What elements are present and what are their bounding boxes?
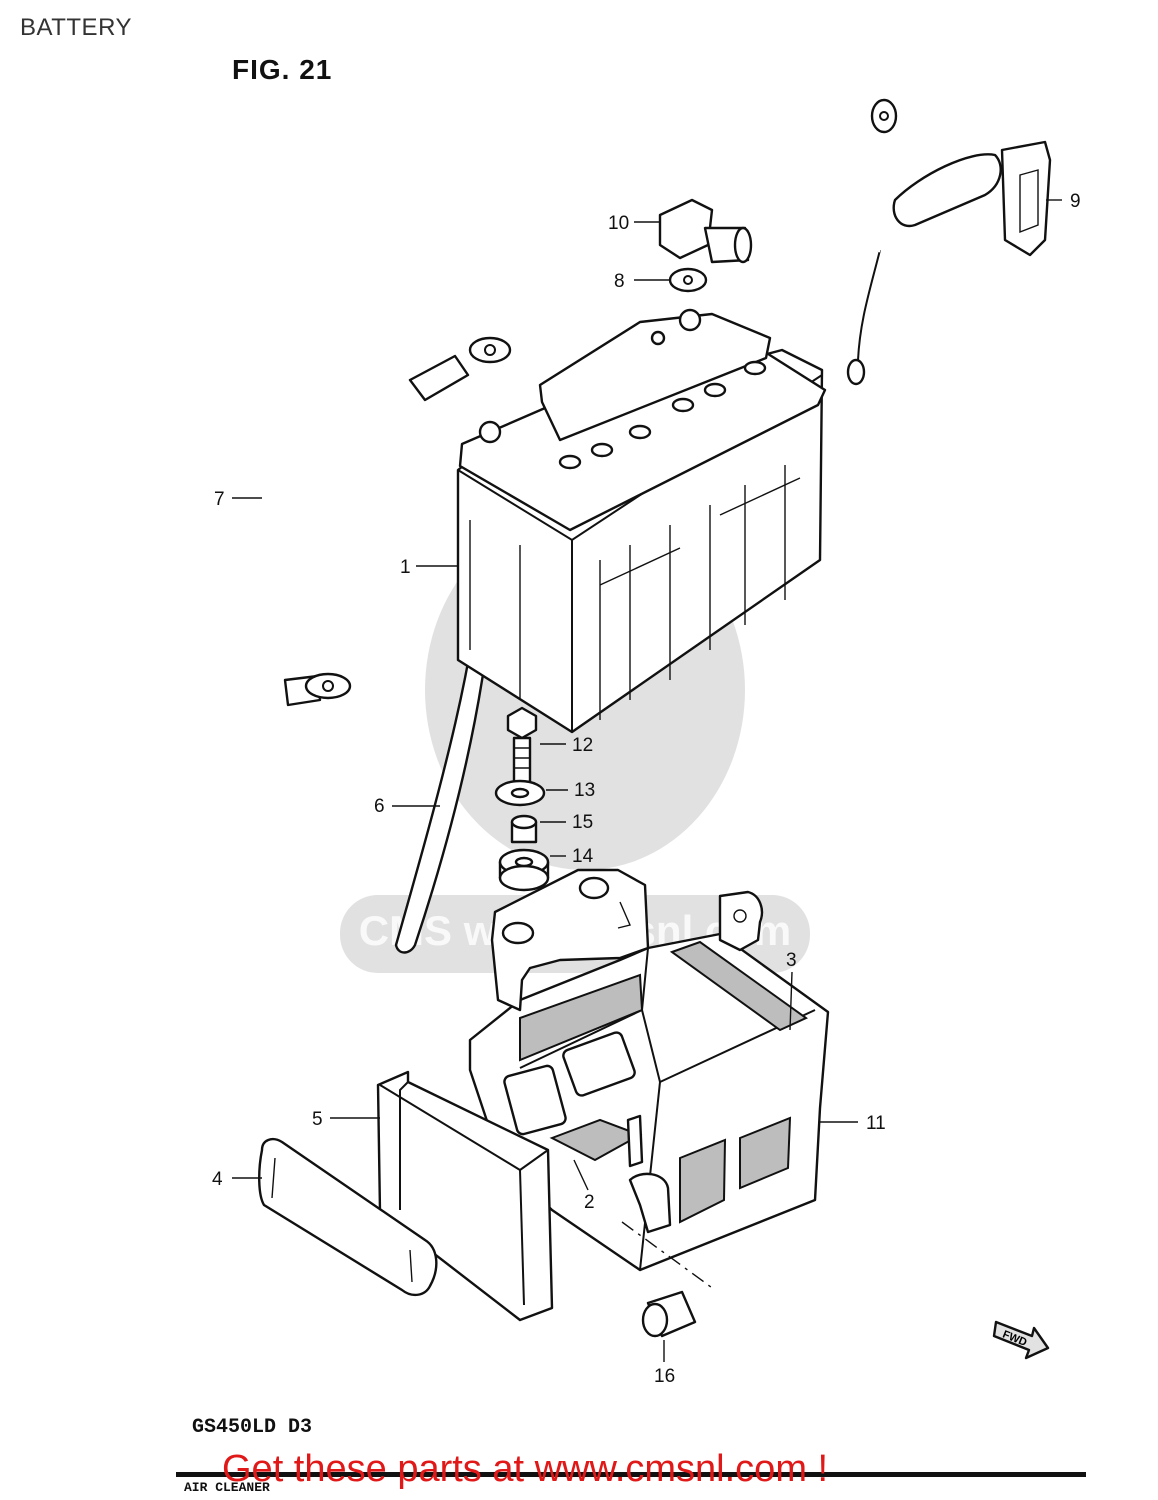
callout-14: 14 [572, 846, 594, 867]
callout-15: 15 [572, 812, 593, 833]
part-4-strap[interactable] [258, 1138, 438, 1297]
part-1-battery[interactable] [456, 308, 827, 734]
callout-labels: 1 2 3 4 5 6 7 8 9 10 11 12 13 14 15 16 [212, 191, 1081, 1387]
promo-link[interactable]: Get these parts at www.cmsnl.com ! [222, 1448, 829, 1490]
fwd-arrow-icon: FWD [992, 1320, 1050, 1360]
callout-13: 13 [574, 780, 595, 801]
part-10-terminal-cap[interactable] [658, 198, 753, 264]
page-title: BATTERY [20, 14, 132, 41]
callout-16: 16 [654, 1366, 675, 1387]
callout-3: 3 [786, 950, 797, 971]
fwd-label: FWD [1001, 1329, 1029, 1350]
callout-9: 9 [1070, 191, 1081, 212]
part-16-cap[interactable] [641, 1290, 697, 1338]
callout-12: 12 [572, 735, 593, 756]
callout-leaders [232, 199, 1062, 1362]
part-2-mounting-plate[interactable] [490, 868, 650, 1012]
bottom-rule [176, 1472, 1086, 1477]
figure-label: FIG. 21 [232, 54, 333, 85]
part-3-bracket[interactable] [718, 890, 764, 952]
callout-4: 4 [212, 1169, 223, 1190]
callout-5: 5 [312, 1109, 323, 1130]
callout-7: 7 [214, 489, 225, 510]
model-code: GS450LD D3 [192, 1416, 313, 1439]
callout-2: 2 [584, 1192, 595, 1213]
callout-6: 6 [374, 796, 385, 817]
part-8-positive-cable[interactable] [668, 98, 898, 386]
part-7-negative-cable[interactable] [257, 336, 512, 707]
part-9-fuse-holder[interactable] [892, 140, 1052, 257]
callout-11: 11 [866, 1113, 886, 1134]
part-15-collar[interactable] [510, 814, 538, 844]
part-11-battery-tray[interactable] [468, 932, 830, 1272]
callout-1: 1 [400, 557, 411, 578]
callout-10: 10 [608, 213, 629, 234]
part-13-washer[interactable] [494, 779, 546, 807]
callout-8: 8 [614, 271, 625, 292]
part-14-grommet[interactable] [498, 848, 550, 892]
part-11-clamp [626, 1114, 672, 1234]
bottom-reference: AIR CLEANER [184, 1480, 270, 1495]
